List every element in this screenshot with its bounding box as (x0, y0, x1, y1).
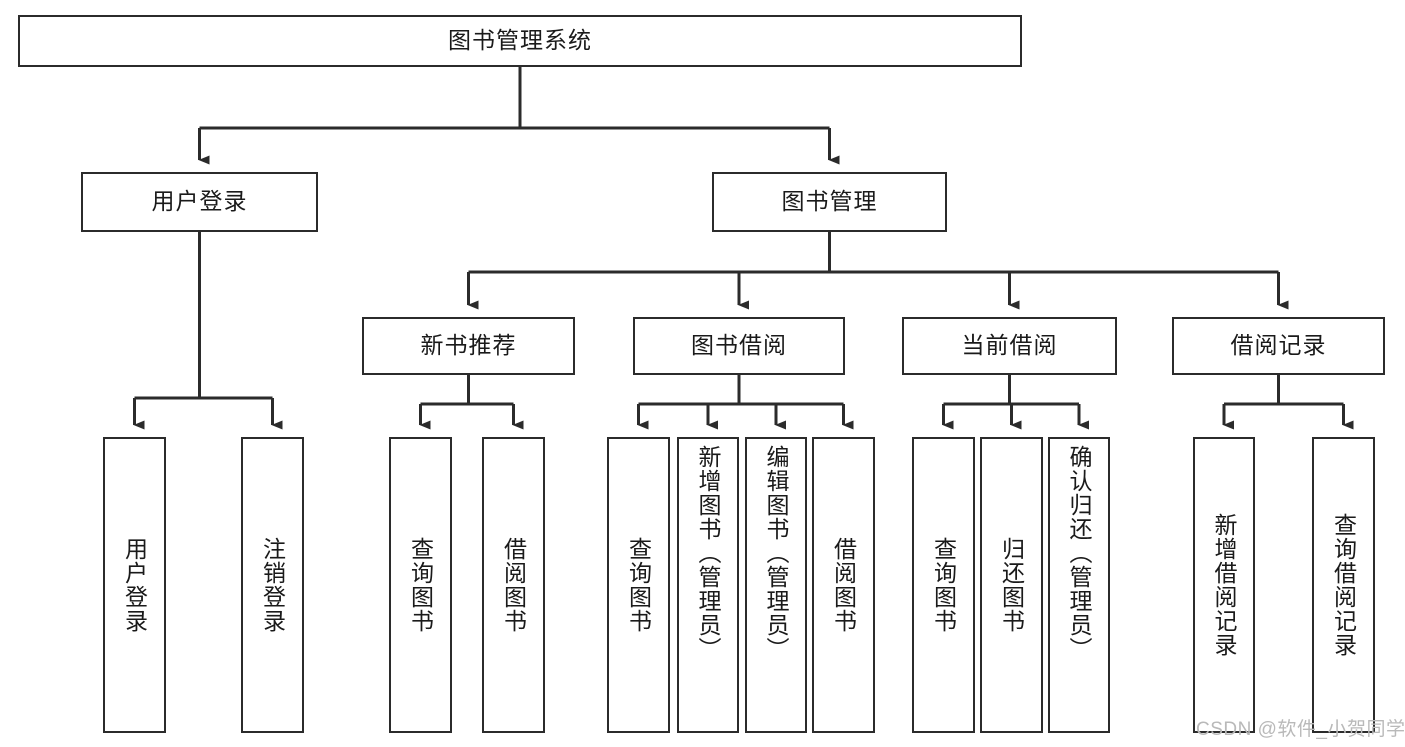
node-label: 编辑图书（管理员） (763, 445, 790, 661)
node-root: 图书管理系统 (18, 15, 1022, 67)
leaf-node-注销登录: 注销登录 (241, 437, 304, 733)
node-label: 查询图书 (930, 537, 957, 633)
leaf-node-新增借阅记录: 新增借阅记录 (1193, 437, 1255, 733)
node-label: 查询图书 (407, 537, 434, 633)
node-label: 图书管理 (781, 188, 878, 215)
leaf-node-用户登录: 用户登录 (103, 437, 166, 733)
leaf-node-借阅图书: 借阅图书 (812, 437, 875, 733)
node-label: 借阅图书 (830, 537, 857, 633)
node-label: 当前借阅 (961, 332, 1058, 359)
leaf-node-查询图书: 查询图书 (607, 437, 670, 733)
node-book-mgmt: 图书管理 (712, 172, 947, 232)
node-label: 图书借阅 (691, 332, 787, 359)
node-label: 新增借阅记录 (1211, 513, 1238, 657)
leaf-node-编辑图书管理员: 编辑图书（管理员） (745, 437, 807, 733)
node-label: 查询借阅记录 (1330, 513, 1357, 657)
node-user-login: 用户登录 (81, 172, 318, 232)
leaf-node-新增图书管理员: 新增图书（管理员） (677, 437, 739, 733)
node-label: 归还图书 (998, 537, 1025, 633)
node-label: 图书管理系统 (448, 27, 592, 54)
leaf-node-查询借阅记录: 查询借阅记录 (1312, 437, 1375, 733)
node-label: 确认归还（管理员） (1066, 445, 1093, 661)
node-label: 借阅图书 (500, 537, 527, 633)
node-label: 用户登录 (151, 188, 248, 215)
leaf-node-确认归还管理员: 确认归还（管理员） (1048, 437, 1110, 733)
watermark-text: CSDN @软件_小贺同学 (1196, 719, 1405, 740)
node-label: 用户登录 (121, 537, 148, 633)
node-current-borrow: 当前借阅 (902, 317, 1117, 375)
node-borrow-record: 借阅记录 (1172, 317, 1385, 375)
leaf-node-借阅图书: 借阅图书 (482, 437, 545, 733)
leaf-node-查询图书: 查询图书 (912, 437, 975, 733)
node-label: 新书推荐 (420, 332, 517, 359)
node-new-book-rec: 新书推荐 (362, 317, 575, 375)
node-book-borrow: 图书借阅 (633, 317, 845, 375)
node-label: 查询图书 (625, 537, 652, 633)
node-label: 注销登录 (259, 537, 286, 633)
node-label: 新增图书（管理员） (695, 445, 722, 661)
node-label: 借阅记录 (1230, 332, 1327, 359)
leaf-node-查询图书: 查询图书 (389, 437, 452, 733)
leaf-node-归还图书: 归还图书 (980, 437, 1043, 733)
